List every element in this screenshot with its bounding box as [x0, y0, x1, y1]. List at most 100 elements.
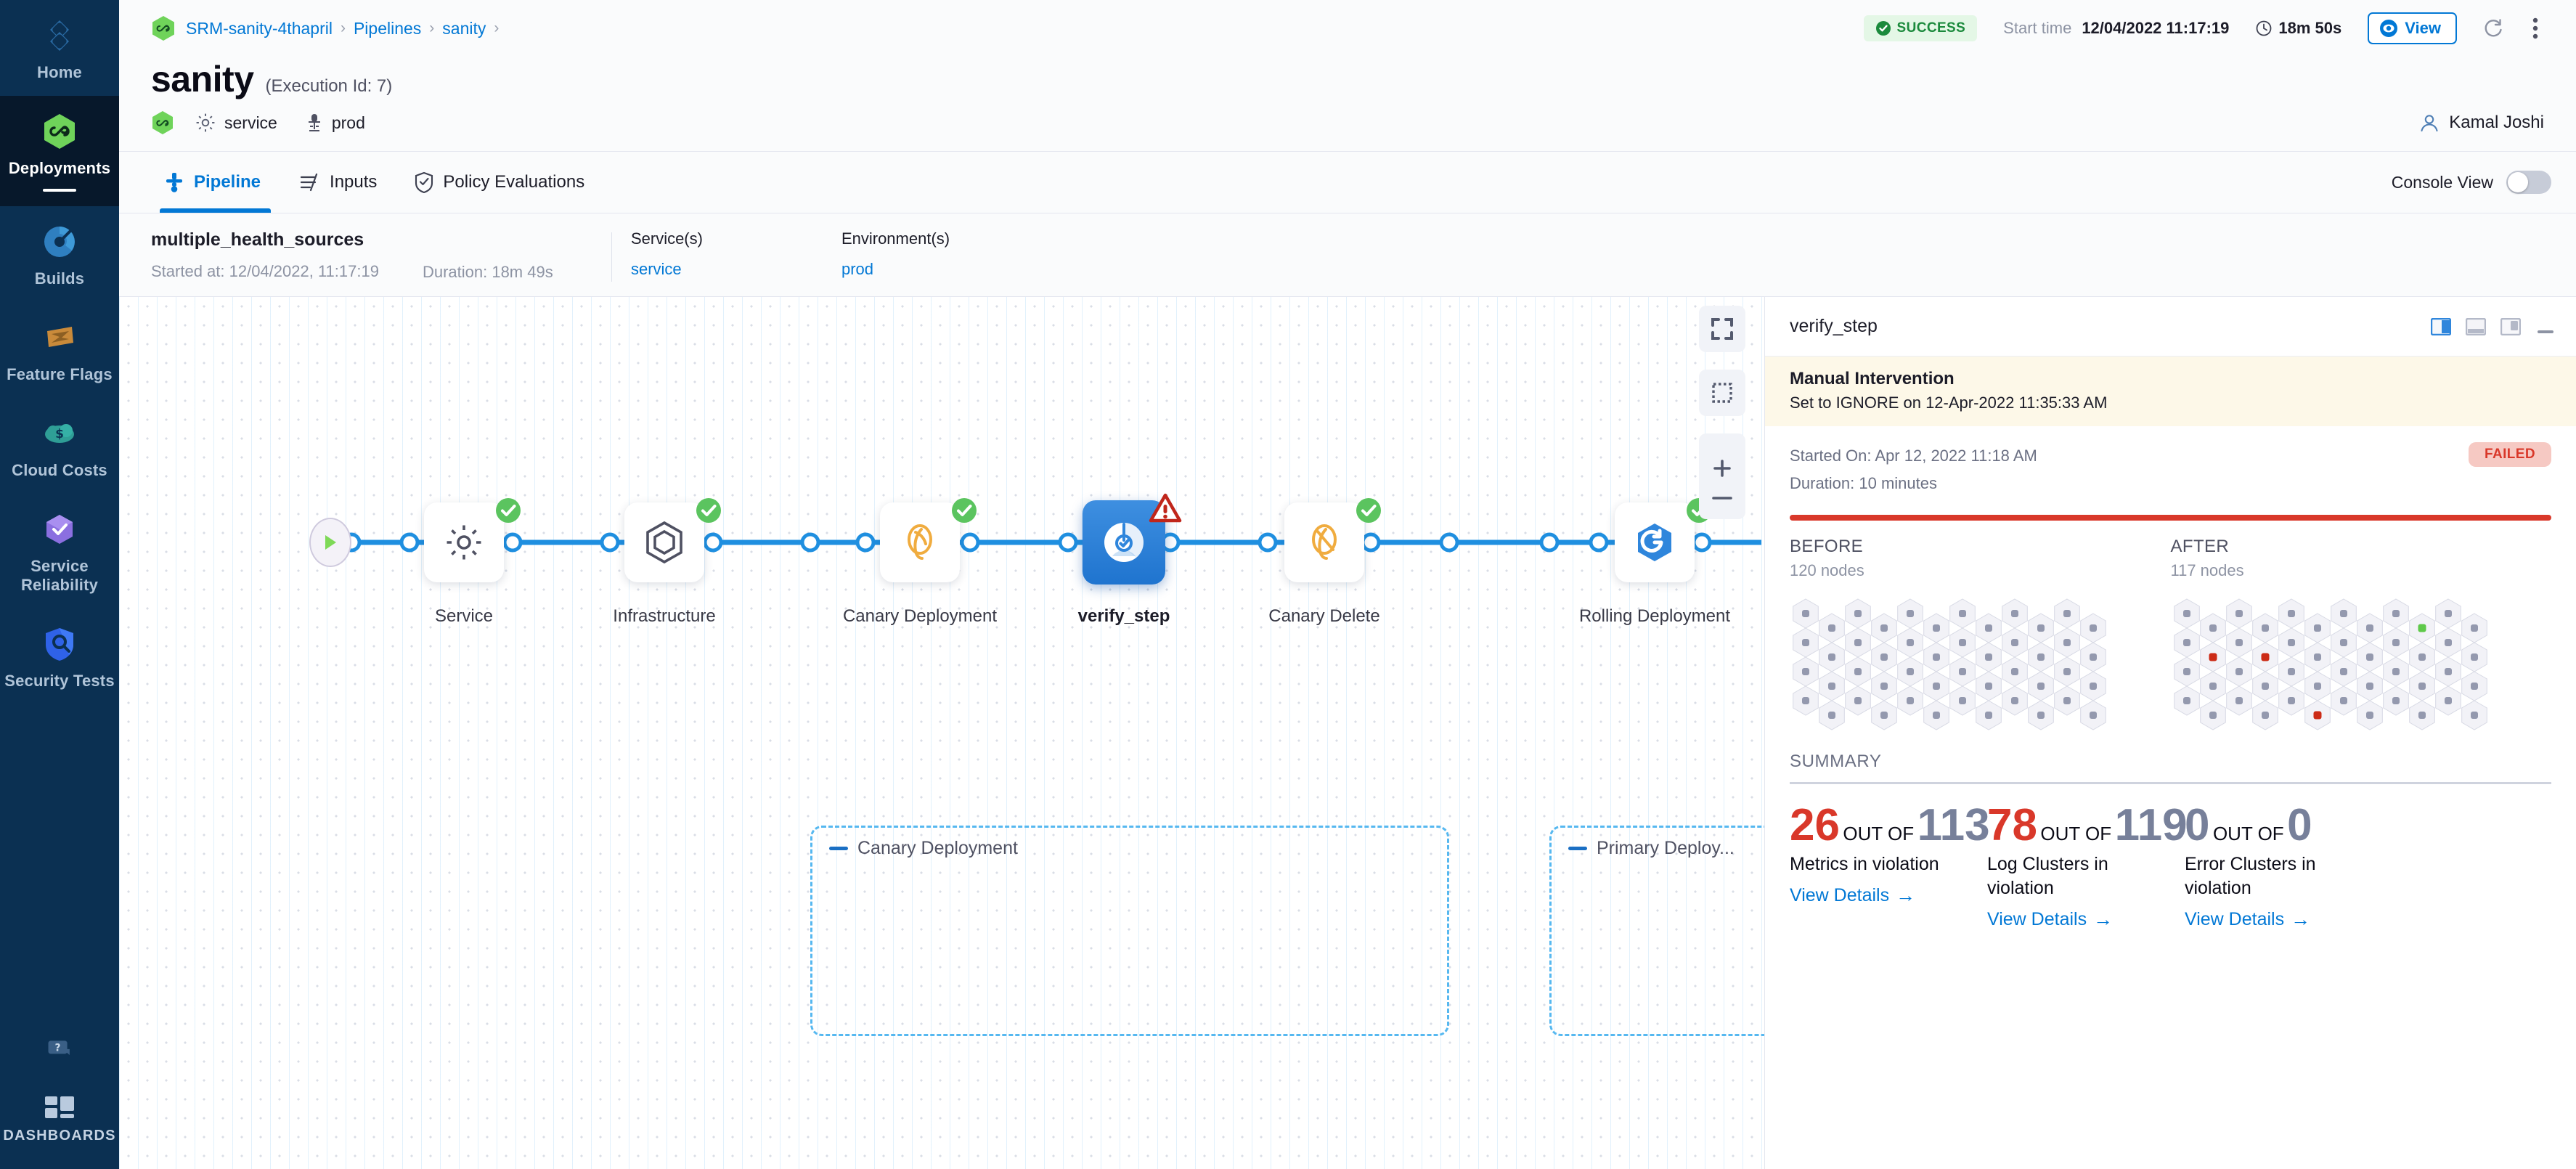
sidebar-item-label: Builds — [34, 269, 85, 288]
security-tests-module-icon — [40, 624, 79, 664]
refresh-button[interactable] — [2477, 12, 2509, 44]
group-primary-deployment[interactable] — [1549, 826, 1764, 1036]
more-options-button[interactable] — [2519, 12, 2551, 44]
breadcrumb-item-pipelines[interactable]: Pipelines — [353, 18, 422, 38]
minimize-icon[interactable] — [2535, 325, 2556, 333]
help-chat-icon: ? — [44, 1032, 76, 1064]
split-bottom-view-icon[interactable] — [2465, 317, 2487, 335]
node-rolling-deployment[interactable] — [1615, 502, 1695, 582]
summary-error-clusters: 0 OUT OF 0 Error Clusters in violation V… — [2185, 802, 2382, 930]
node-status-success-icon — [694, 496, 723, 525]
sidebar-item-builds[interactable]: Builds — [0, 206, 119, 302]
link-label: View Details — [1790, 884, 1890, 905]
help-button[interactable]: ? — [0, 1017, 119, 1079]
console-view-toggle[interactable] — [2506, 171, 2551, 194]
started-at: Started at: 12/04/2022, 11:17:19 — [151, 262, 379, 280]
node-canary-deployment[interactable] — [880, 502, 960, 582]
breadcrumb-item-sanity[interactable]: sanity — [442, 18, 486, 38]
inputs-icon — [298, 172, 320, 192]
before-label: BEFORE — [1790, 536, 1864, 556]
services-label: Service(s) — [630, 229, 703, 248]
sidebar-item-feature-flags[interactable]: Feature Flags — [0, 302, 119, 398]
verify-step-icon — [1100, 518, 1148, 566]
sidebar-item-home[interactable]: Home — [0, 0, 119, 96]
deployments-module-icon — [40, 112, 79, 151]
group-label: Canary Deployment — [857, 838, 1018, 858]
more-vertical-icon — [2532, 17, 2538, 40]
node-canary-delete[interactable] — [1284, 502, 1364, 582]
arrow-right-icon: → — [2093, 908, 2114, 930]
active-indicator — [43, 188, 76, 192]
breadcrumb: SRM-sanity-4thapril › Pipelines › sanity… — [186, 19, 499, 38]
toggle-knob — [2508, 172, 2528, 192]
sidebar-item-label: Security Tests — [4, 672, 115, 691]
plus-icon[interactable] — [1711, 457, 1733, 479]
service-reliability-module-icon — [40, 510, 79, 549]
before-hex-svg — [1793, 598, 2106, 730]
after-node-count: 117 nodes — [2170, 561, 2244, 579]
environments-value[interactable]: prod — [841, 260, 873, 278]
pipeline-graph-canvas[interactable]: Canary Deployment Primary Deploy... — [119, 297, 1764, 1169]
minus-icon[interactable] — [1711, 491, 1733, 500]
sidebar-item-dashboards[interactable]: DASHBOARDS — [0, 1079, 119, 1169]
arrow-right-icon: → — [1896, 884, 1916, 906]
pipeline-success-icon — [151, 110, 174, 135]
node-label-canary-deployment: Canary Deployment — [842, 606, 998, 626]
verification-duration: Duration: 10 minutes — [1790, 473, 1937, 492]
sidebar-item-cloud-costs[interactable]: $ Cloud Costs — [0, 398, 119, 494]
before-column: BEFORE 120 nodes — [1790, 537, 2171, 736]
fit-to-screen-button[interactable] — [1699, 306, 1745, 352]
sidebar-item-deployments[interactable]: Deployments — [0, 96, 119, 206]
summary-metrics-view-details[interactable]: View Details → — [1790, 885, 1915, 906]
expand-icon — [1710, 317, 1735, 341]
breadcrumb-item-project[interactable]: SRM-sanity-4thapril — [186, 18, 333, 38]
group-canary-deployment[interactable] — [810, 826, 1449, 1036]
dashboards-grid-icon — [44, 1095, 75, 1120]
breadcrumb-separator: › — [429, 20, 435, 36]
node-label-verify-step: verify_step — [1077, 606, 1170, 626]
tab-inputs[interactable]: Inputs — [280, 152, 396, 213]
sidebar-item-service-reliability[interactable]: Service Reliability — [0, 494, 119, 608]
gear-icon — [195, 112, 216, 134]
rolling-deployment-icon — [1634, 521, 1676, 564]
play-icon — [322, 534, 338, 551]
services-column: Service(s) service — [631, 229, 841, 279]
panel-window-controls — [2430, 317, 2556, 335]
tab-pipeline[interactable]: Pipeline — [151, 152, 280, 213]
collapse-dash-icon[interactable] — [829, 847, 848, 850]
svg-text:?: ? — [55, 1042, 61, 1054]
node-status-success-icon — [1354, 496, 1383, 525]
floating-view-icon[interactable] — [2500, 317, 2522, 335]
environment-icon — [305, 112, 324, 134]
main-area: SRM-sanity-4thapril › Pipelines › sanity… — [119, 0, 2576, 1169]
sidebar-item-security-tests[interactable]: Security Tests — [0, 608, 119, 704]
feature-flags-module-icon — [40, 318, 79, 357]
node-infrastructure[interactable] — [624, 502, 704, 582]
environment-value: prod — [331, 113, 365, 132]
service-value: service — [224, 113, 277, 132]
node-status-success-icon — [494, 496, 523, 525]
tab-policy-evaluations[interactable]: Policy Evaluations — [396, 152, 603, 213]
execution-info-strip: multiple_health_sources Started at: 12/0… — [119, 213, 2576, 296]
start-time-value: 12/04/2022 11:17:19 — [2082, 19, 2230, 37]
view-button[interactable]: View — [2368, 12, 2457, 44]
policy-shield-icon — [415, 171, 433, 194]
pipeline-graph: Canary Deployment Primary Deploy... — [119, 297, 1764, 1169]
sidebar-item-label: Feature Flags — [7, 364, 113, 383]
services-value[interactable]: service — [630, 260, 682, 278]
collapse-dash-icon[interactable] — [1568, 847, 1587, 850]
graph-start-node[interactable] — [309, 518, 351, 567]
tab-label: Inputs — [330, 172, 378, 192]
split-right-view-icon[interactable] — [2430, 317, 2452, 335]
node-service[interactable] — [424, 502, 504, 582]
zoom-controls[interactable] — [1699, 433, 1745, 519]
summary-errors-view-details[interactable]: View Details → — [2185, 909, 2310, 930]
select-area-button[interactable] — [1699, 370, 1745, 416]
user-menu[interactable]: Kamal Joshi — [2418, 112, 2544, 134]
panel-title: verify_step — [1790, 316, 1878, 336]
group-title-primary-deployment: Primary Deploy... — [1568, 838, 1735, 859]
step-details-panel: verify_step — [1764, 297, 2576, 1169]
console-view-toggle-group[interactable]: Console View — [2392, 152, 2551, 213]
node-verify-step[interactable] — [1083, 500, 1165, 584]
summary-logs-view-details[interactable]: View Details → — [1987, 909, 2113, 930]
